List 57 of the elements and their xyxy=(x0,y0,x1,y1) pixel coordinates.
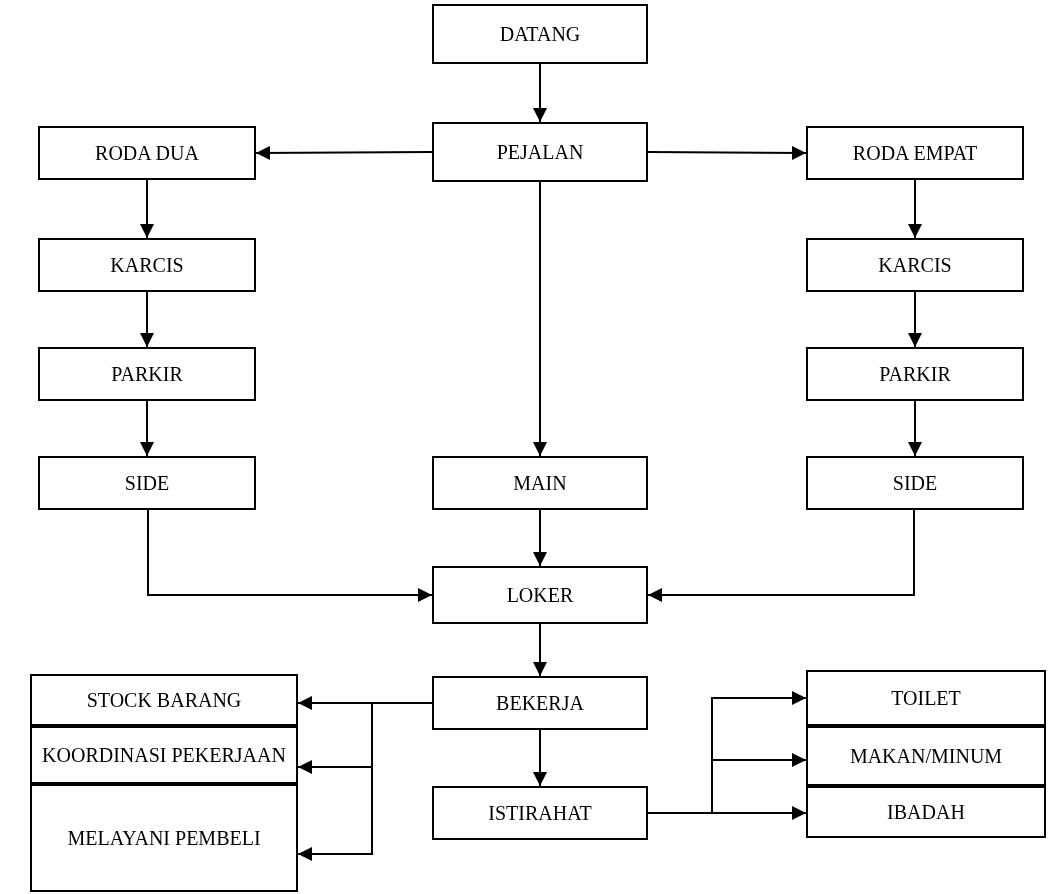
box-label: TOILET xyxy=(890,685,962,711)
arrow xyxy=(533,181,547,457)
box-label: BEKERJA xyxy=(495,690,585,716)
box-label: ISTIRAHAT xyxy=(487,800,593,826)
box-label: PARKIR xyxy=(878,361,952,387)
process-box xyxy=(30,784,298,892)
process-box xyxy=(432,676,648,730)
process-box xyxy=(432,456,648,510)
box-label: MELAYANI PEMBELI xyxy=(66,825,262,851)
arrow xyxy=(147,509,433,602)
arrow xyxy=(647,806,807,820)
box-label: RODA EMPAT xyxy=(851,140,979,166)
arrow xyxy=(140,179,154,239)
process-box xyxy=(38,456,256,510)
box-label: KARCIS xyxy=(109,252,185,278)
box-label: IBADAH xyxy=(886,799,966,825)
box-label: SIDE xyxy=(123,470,171,496)
process-box xyxy=(806,726,1046,786)
process-box xyxy=(806,347,1024,401)
arrow xyxy=(140,291,154,348)
process-box xyxy=(38,347,256,401)
box-label: RODA DUA xyxy=(94,140,200,166)
box-label: LOKER xyxy=(505,582,575,608)
arrow xyxy=(908,179,922,239)
box-label: PEJALAN xyxy=(495,139,585,165)
arrow xyxy=(533,729,547,787)
process-box xyxy=(432,786,648,840)
arrow xyxy=(647,509,915,602)
process-box xyxy=(806,126,1024,180)
box-label: KOORDINASI PEKERJAAN xyxy=(41,742,287,768)
arrow xyxy=(908,400,922,457)
arrow xyxy=(255,145,433,160)
box-label: SIDE xyxy=(891,470,939,496)
arrow xyxy=(533,623,547,677)
box-label: DATANG xyxy=(498,21,582,47)
box-label: STOCK BARANG xyxy=(85,687,243,713)
arrow xyxy=(533,63,547,123)
process-box xyxy=(806,456,1024,510)
box-label: MAKAN/MINUM xyxy=(848,743,1004,769)
process-box xyxy=(806,670,1046,726)
process-box xyxy=(432,4,648,64)
arrow xyxy=(533,509,547,567)
process-box xyxy=(432,122,648,182)
process-box xyxy=(806,238,1024,292)
process-box xyxy=(38,238,256,292)
box-label: KARCIS xyxy=(877,252,953,278)
box-label: MAIN xyxy=(512,470,568,496)
process-box xyxy=(806,786,1046,838)
arrow xyxy=(297,702,433,861)
arrow xyxy=(140,400,154,457)
process-box xyxy=(30,726,298,784)
arrow xyxy=(647,145,807,160)
box-label: PARKIR xyxy=(110,361,184,387)
process-box xyxy=(30,674,298,726)
process-box xyxy=(432,566,648,624)
process-box xyxy=(38,126,256,180)
arrow xyxy=(908,291,922,348)
